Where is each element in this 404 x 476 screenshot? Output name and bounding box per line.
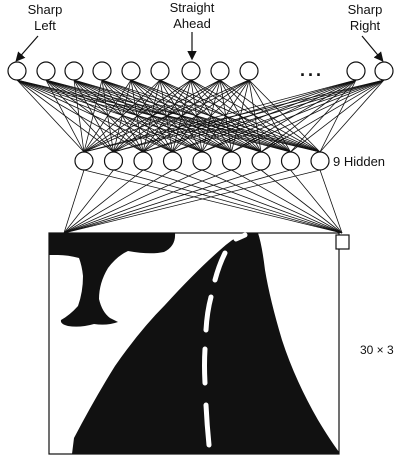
sharp-right-label-line2: Right	[350, 18, 381, 33]
hidden-input-connection	[63, 169, 321, 234]
output-hidden-connection	[172, 79, 250, 153]
sharp-left-arrow	[15, 35, 39, 62]
hidden-input-connection	[260, 169, 343, 234]
output-unit	[64, 61, 84, 81]
output-hidden-connection	[248, 79, 321, 153]
hidden-unit	[74, 151, 94, 171]
center-dash	[212, 250, 228, 283]
output-hidden-connection	[83, 79, 221, 153]
output-hidden-connection	[290, 79, 385, 153]
output-unit	[150, 61, 170, 81]
output-hidden-connection	[73, 79, 85, 153]
output-unit	[181, 61, 201, 81]
hidden-input-connection	[290, 169, 343, 234]
hidden-unit	[310, 151, 330, 171]
output-hidden-connection	[83, 79, 385, 153]
output-hidden-connection	[142, 79, 250, 153]
road-surface	[72, 233, 339, 454]
hidden-input-connection	[63, 169, 291, 234]
output-hidden-connection	[142, 79, 385, 153]
hidden-input-connection	[231, 169, 343, 234]
hidden-unit	[103, 151, 124, 171]
output-hidden-connection	[113, 79, 385, 153]
output-unit	[36, 61, 56, 81]
output-hidden-connection	[231, 79, 250, 153]
sharp-right-label-line1: Sharp	[348, 2, 383, 17]
output-hidden-connection	[83, 79, 161, 153]
hidden-layer	[74, 151, 330, 171]
output-hidden-connection	[172, 79, 385, 153]
hidden-unit	[251, 151, 271, 171]
tree-silhouette	[49, 233, 176, 327]
hidden-input-connection	[63, 169, 144, 234]
hidden-input-connection	[83, 169, 343, 234]
output-hidden-connection	[45, 79, 203, 153]
hidden-input-connection	[319, 169, 343, 234]
hidden-input-connection	[63, 169, 114, 234]
sharp-left-label-line1: Sharp	[28, 2, 63, 17]
center-dash	[203, 402, 212, 448]
output-hidden-connection	[260, 79, 385, 153]
hidden-input-connection	[63, 169, 232, 234]
output-hidden-connection	[231, 79, 385, 153]
hidden-input-connection	[172, 169, 343, 234]
output-hidden-connection	[83, 79, 103, 153]
hidden-input-connection	[63, 169, 173, 234]
output-unit	[346, 61, 366, 81]
output-unit	[374, 61, 394, 81]
retina-size-label: 30 × 3	[360, 343, 394, 357]
center-dash	[203, 294, 214, 333]
output-hidden-connection	[248, 79, 262, 153]
straight-ahead-label-line2: Ahead	[173, 16, 211, 31]
output-hidden-connection	[16, 79, 85, 153]
sharp-right-arrow	[361, 35, 384, 62]
output-unit	[210, 61, 230, 81]
output-hidden-connection	[83, 79, 357, 153]
output-hidden-connection	[319, 79, 385, 153]
output-unit	[92, 61, 112, 81]
hidden-input-connections	[63, 169, 343, 234]
output-hidden-connection	[248, 79, 291, 153]
input-unit-marker	[335, 234, 350, 250]
output-hidden-connections	[16, 79, 385, 153]
output-hidden-connection	[201, 79, 250, 153]
hidden-input-connection	[63, 169, 85, 234]
output-hidden-connection	[113, 79, 161, 153]
output-layer	[7, 61, 394, 81]
output-hidden-connection	[83, 79, 132, 153]
hidden-input-connection	[142, 169, 343, 234]
hidden-input-connection	[63, 169, 203, 234]
hidden-input-connection	[113, 169, 343, 234]
output-unit	[239, 61, 259, 81]
output-hidden-connection	[201, 79, 385, 153]
output-ellipsis: ...	[300, 60, 324, 80]
hidden-unit	[221, 151, 242, 171]
hidden-unit	[162, 151, 183, 171]
hidden-unit	[192, 151, 212, 171]
output-hidden-connection	[319, 79, 357, 153]
output-hidden-connection	[83, 79, 250, 153]
sharp-left-label-line2: Left	[34, 18, 56, 33]
hidden-input-connection	[201, 169, 343, 234]
output-hidden-connection	[83, 79, 192, 153]
center-dash	[233, 232, 248, 242]
input-retina-image	[48, 232, 350, 455]
hidden-input-connection	[63, 169, 262, 234]
hidden-layer-label: 9 Hidden	[333, 154, 385, 169]
straight-ahead-label-line1: Straight	[170, 0, 215, 15]
output-unit	[121, 61, 141, 81]
center-dash	[202, 346, 208, 386]
road-center-line	[202, 232, 248, 448]
output-hidden-connection	[45, 79, 85, 153]
output-hidden-connection	[113, 79, 250, 153]
output-unit	[7, 61, 27, 81]
hidden-unit	[280, 151, 301, 171]
hidden-unit	[133, 151, 153, 171]
